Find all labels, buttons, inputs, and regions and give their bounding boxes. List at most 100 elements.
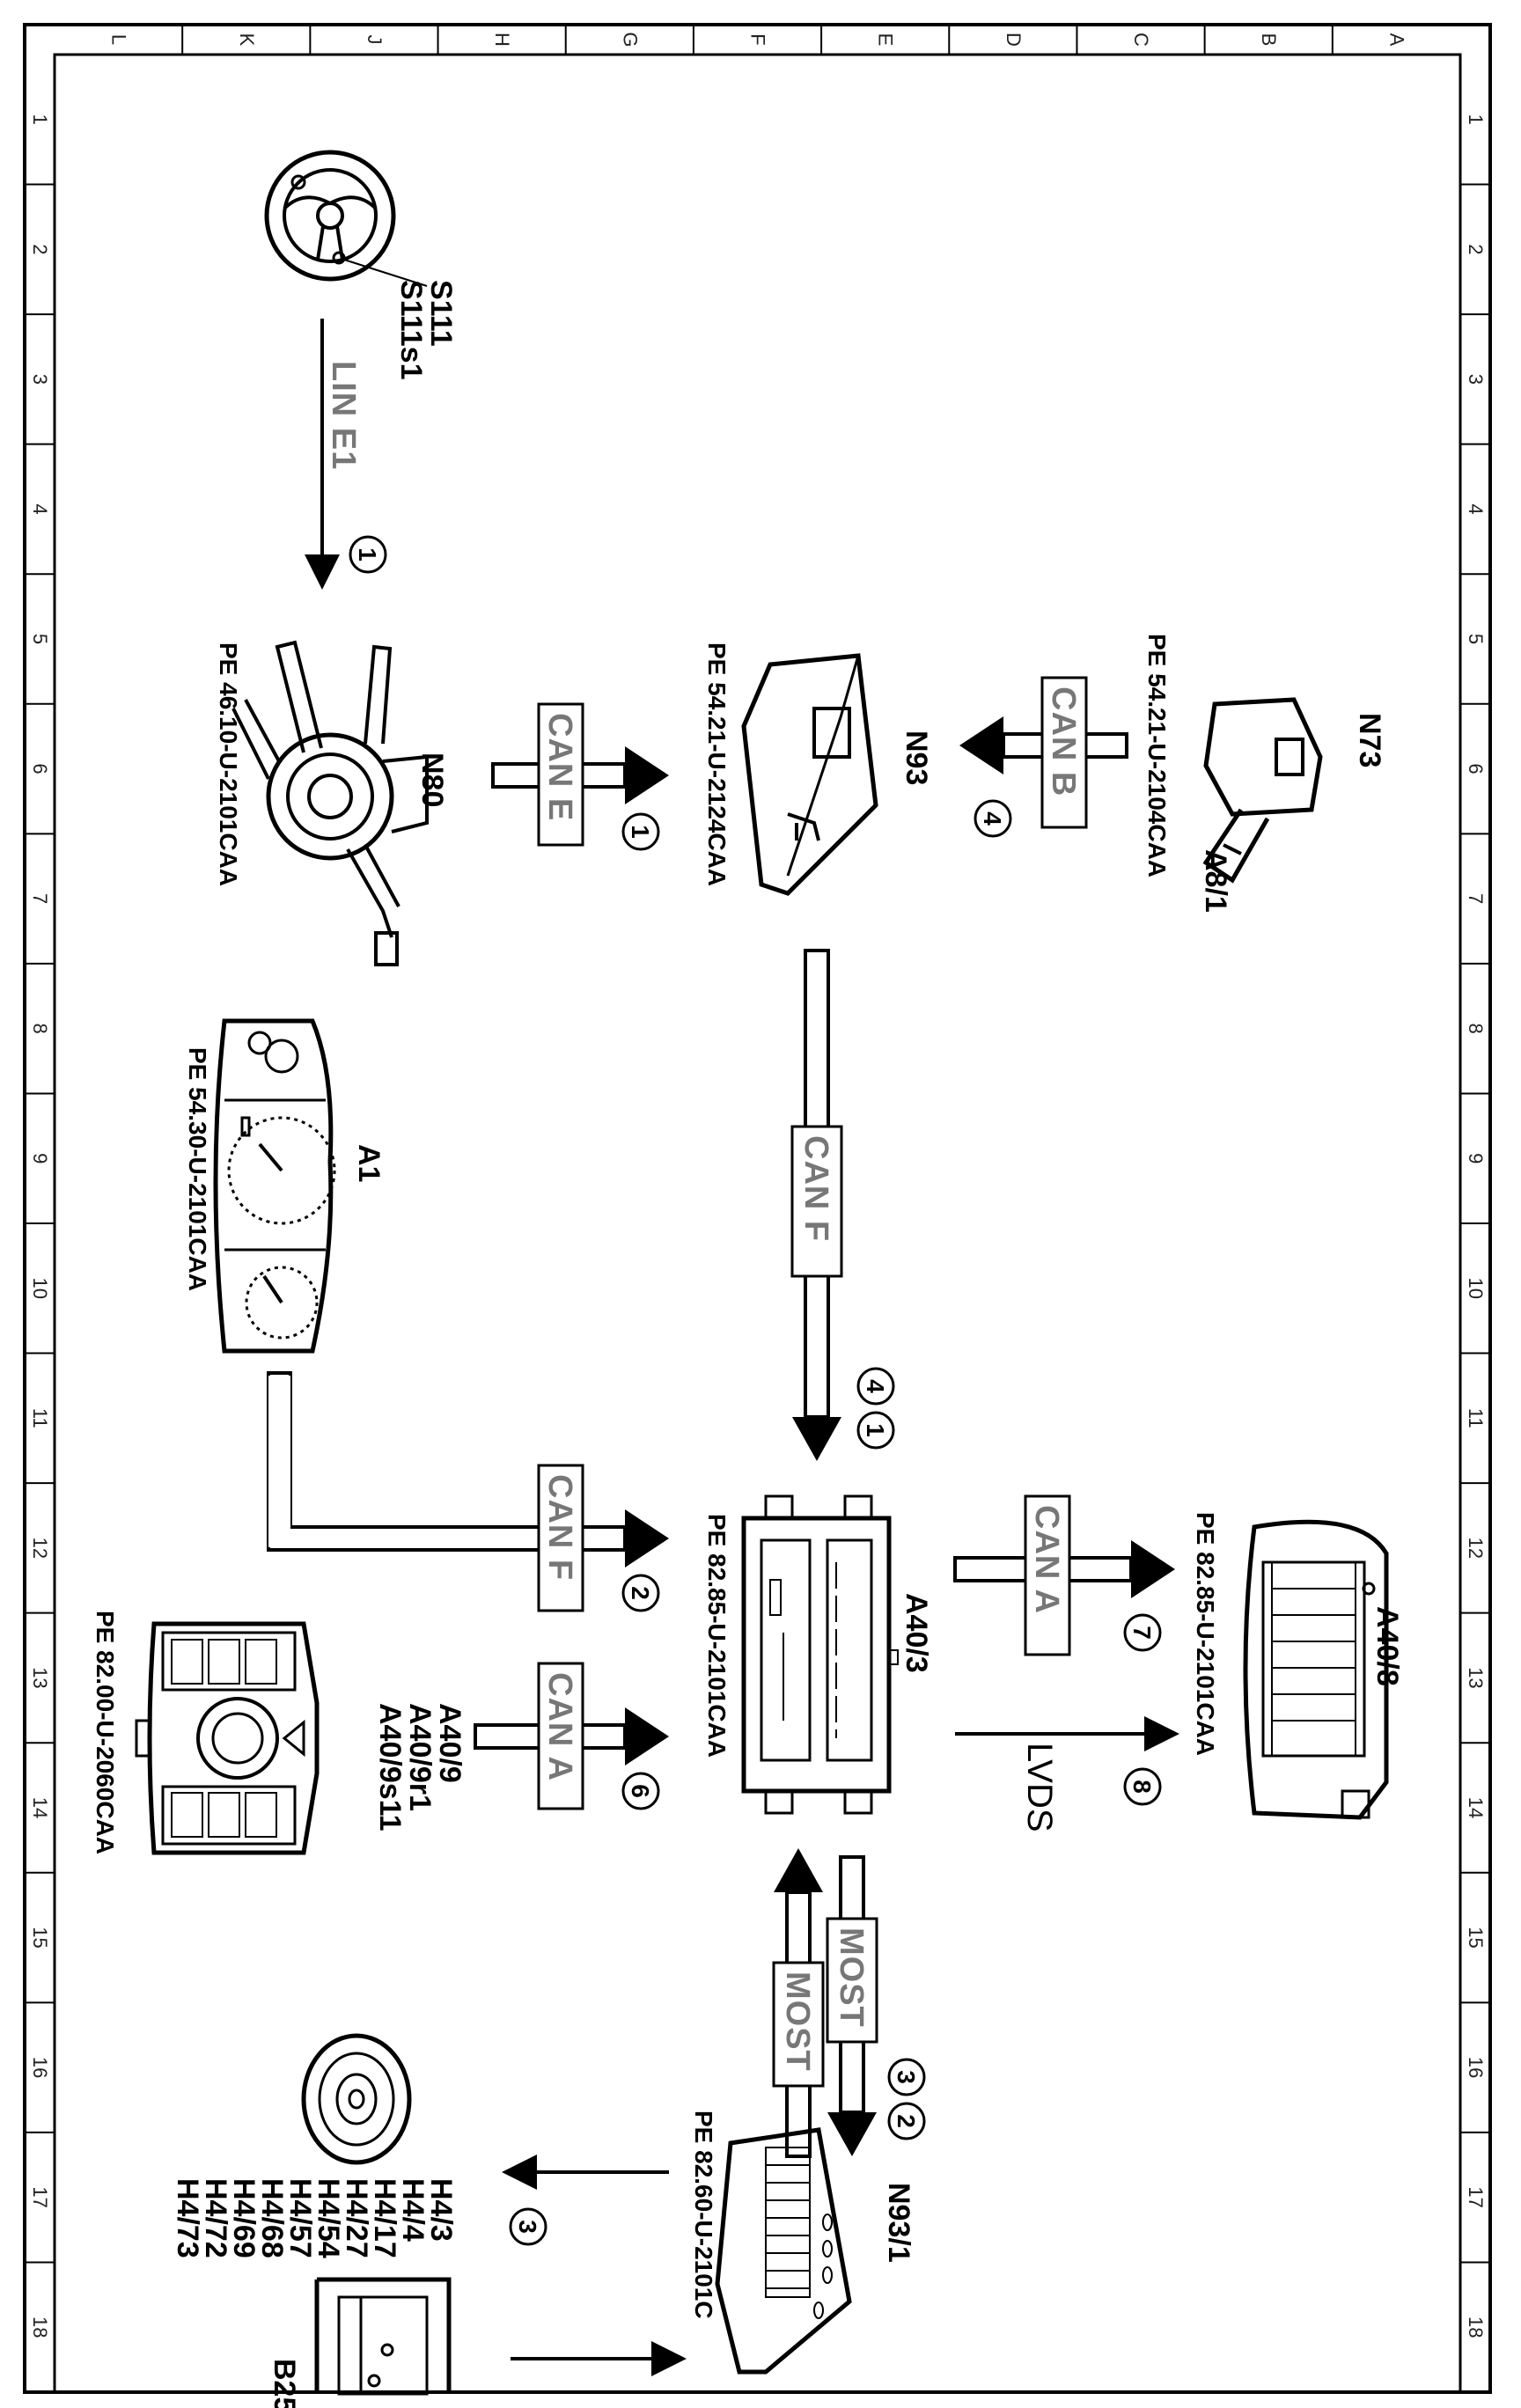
grid-row-label: 3 bbox=[1465, 374, 1487, 385]
grid-row-label: 4 bbox=[29, 503, 51, 514]
n73-ref: PE 54.21-U-2104CAA bbox=[1143, 634, 1171, 877]
grid-row-label: 13 bbox=[1465, 1667, 1487, 1688]
a40-9s11-label: A40/9s11 bbox=[373, 1703, 407, 1832]
grid-row-label: 7 bbox=[1465, 893, 1487, 904]
gateway-module-icon bbox=[741, 653, 878, 896]
n93-1-ref: PE 82.60-U-2101C bbox=[690, 2111, 717, 2319]
grid-row-label: 6 bbox=[1465, 763, 1487, 774]
n73-label: N73 bbox=[1353, 713, 1386, 767]
h4-57-label: H4/57 bbox=[283, 2178, 317, 2258]
n80-label: N80 bbox=[415, 752, 449, 807]
grid-row-label: 2 bbox=[1465, 244, 1487, 254]
a1-label: A1 bbox=[352, 1144, 386, 1182]
grid-row-label: 15 bbox=[1465, 1927, 1487, 1948]
lvds-connection: LVDS 8 bbox=[955, 1716, 1179, 1832]
can-a-a40-9-connection: CAN A 6 bbox=[474, 1662, 669, 1810]
instrument-cluster-icon bbox=[213, 1018, 336, 1354]
grid-row-label: 3 bbox=[29, 374, 51, 385]
lin-e1-label: LIN E1 bbox=[325, 361, 362, 470]
audio-gateway-icon bbox=[715, 2127, 852, 2375]
grid-row-label: 8 bbox=[1465, 1024, 1487, 1034]
n80-ref: PE 46.10-U-2101CAA bbox=[215, 642, 242, 886]
grid-row-label: 1 bbox=[29, 114, 51, 125]
grid-column-label: C bbox=[1130, 33, 1152, 47]
a40-9r1-label: A40/9r1 bbox=[403, 1703, 437, 1811]
s111s1-label: S111s1 bbox=[394, 280, 428, 379]
can-a-a40-8-connection: CAN A 7 bbox=[953, 1494, 1175, 1656]
grid-row-label: 18 bbox=[29, 2316, 51, 2338]
grid-row-label: 6 bbox=[29, 763, 51, 774]
grid-row-label: 13 bbox=[29, 1667, 51, 1688]
grid-column-label: K bbox=[236, 33, 258, 47]
h4-27-label: H4/27 bbox=[340, 2178, 373, 2258]
h4-4-label: H4/4 bbox=[396, 2178, 430, 2242]
grid-column-label: H bbox=[491, 33, 513, 47]
display-unit-icon bbox=[1243, 1519, 1389, 1820]
n93-ref: PE 54.21-U-2124CAA bbox=[703, 642, 731, 886]
grid-row-label: 9 bbox=[29, 1153, 51, 1164]
grid-column-label: G bbox=[619, 32, 641, 47]
grid-column-label: A bbox=[1385, 33, 1407, 47]
most-up-connection: MOST bbox=[772, 1848, 825, 2158]
svg-text:2: 2 bbox=[893, 2114, 920, 2128]
grid-column-label: F bbox=[747, 33, 769, 45]
can-b-connection: CAN B 4 bbox=[959, 676, 1128, 838]
most-down-connection: MOST 3 2 bbox=[826, 1855, 926, 2156]
svg-text:CAN F: CAN F bbox=[797, 1135, 834, 1242]
can-e-connection: CAN E 1 bbox=[491, 702, 669, 851]
svg-text:1: 1 bbox=[627, 825, 654, 839]
n93-1-label: N93/1 bbox=[882, 2183, 915, 2263]
b25-label: B25 bbox=[268, 2359, 301, 2408]
h4-69-label: H4/69 bbox=[227, 2178, 261, 2258]
svg-text:3: 3 bbox=[514, 2220, 541, 2234]
a1-ref: PE 54.30-U-2101CAA bbox=[184, 1047, 211, 1291]
grid-row-label: 7 bbox=[29, 893, 51, 904]
svg-text:1: 1 bbox=[354, 547, 381, 562]
h4-68-label: H4/68 bbox=[255, 2178, 289, 2258]
control-panel-icon bbox=[135, 1621, 320, 1855]
svg-text:CAN B: CAN B bbox=[1045, 686, 1082, 797]
grid-column-label: E bbox=[875, 33, 897, 47]
svg-text:4: 4 bbox=[862, 1379, 889, 1393]
s111-label: S111 bbox=[424, 280, 458, 347]
a40-9-label: A40/9 bbox=[433, 1703, 467, 1783]
grid-row-label: 11 bbox=[29, 1408, 51, 1428]
svg-text:2: 2 bbox=[627, 1586, 654, 1600]
a8-1-label: A8/1 bbox=[1199, 849, 1232, 913]
can-f-vertical-connection: CAN F 4 1 bbox=[790, 949, 895, 1461]
grid-row-label: 9 bbox=[1465, 1153, 1487, 1164]
grid-row-label: 5 bbox=[29, 634, 51, 644]
grid-row-label: 17 bbox=[1465, 2186, 1487, 2207]
svg-text:MOST: MOST bbox=[833, 1927, 870, 2028]
svg-text:CAN F: CAN F bbox=[541, 1474, 578, 1581]
svg-text:7: 7 bbox=[1128, 1626, 1156, 1640]
svg-text:4: 4 bbox=[979, 811, 1006, 826]
grid-row-label: 12 bbox=[1465, 1538, 1487, 1559]
grid-row-label: 12 bbox=[29, 1538, 51, 1559]
speakers-link: 3 bbox=[502, 2155, 669, 2246]
svg-text:CAN E: CAN E bbox=[541, 713, 578, 821]
svg-text:6: 6 bbox=[627, 1784, 654, 1798]
a40-3-label: A40/3 bbox=[900, 1593, 933, 1673]
h4-73-label: H4/73 bbox=[171, 2178, 204, 2258]
grid-row-label: 15 bbox=[29, 1927, 51, 1948]
grid-column-label: J bbox=[364, 35, 386, 45]
grid-row-label: 10 bbox=[1465, 1278, 1487, 1299]
comand-controller-icon bbox=[741, 1494, 899, 1815]
grid-row-label: 1 bbox=[1465, 114, 1487, 125]
grid-row-label: 16 bbox=[29, 2057, 51, 2078]
svg-text:MOST: MOST bbox=[779, 1971, 816, 2072]
grid-column-label: D bbox=[1003, 33, 1025, 47]
grid-column-label: B bbox=[1258, 33, 1280, 47]
microphone-icon bbox=[314, 2277, 452, 2396]
grid-row-label: 8 bbox=[29, 1024, 51, 1034]
a40-9-ref: PE 82.00-U-2060CAA bbox=[92, 1611, 119, 1854]
lin-e1-badge: 1 bbox=[349, 535, 387, 574]
grid-row-label: 17 bbox=[29, 2186, 51, 2207]
grid-row-label: 11 bbox=[1465, 1408, 1487, 1428]
grid-row-label: 16 bbox=[1465, 2057, 1487, 2078]
